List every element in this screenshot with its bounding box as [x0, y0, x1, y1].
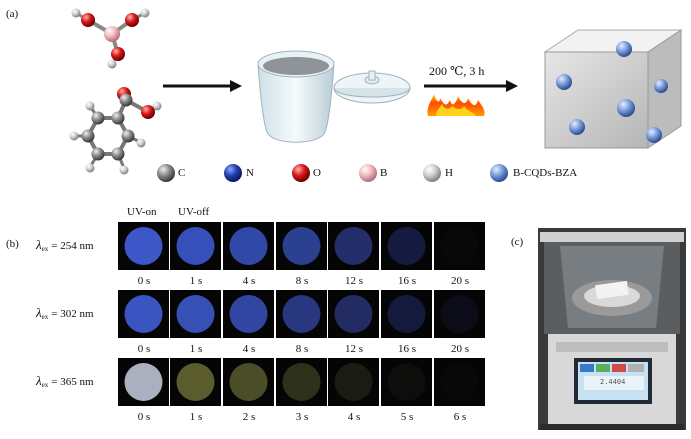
panel-label-a: (a) — [6, 8, 19, 20]
legend-dot-n — [224, 164, 242, 182]
panel-label-b: (b) — [6, 238, 19, 250]
time-caption-r2-c0: 0 s — [137, 411, 151, 423]
time-caption-r2-c3: 3 s — [295, 411, 309, 423]
legend-label-2: O — [313, 167, 321, 179]
glow-disc-r1-c4 — [334, 295, 373, 333]
time-caption-r1-c3: 8 s — [295, 343, 309, 355]
time-caption-r0-c5: 16 s — [397, 275, 417, 287]
afterglow-photo-grid — [118, 222, 485, 406]
flame-icon — [427, 94, 485, 116]
reaction-arrow-2 — [424, 80, 518, 92]
glow-disc-r0-c4 — [334, 227, 373, 265]
time-caption-r2-c1: 1 s — [189, 411, 203, 423]
glow-disc-r2-c6 — [440, 363, 479, 401]
wavelength-value: = 365 nm — [51, 376, 94, 388]
glow-disc-r0-c6 — [440, 227, 479, 265]
legend-dot-qd — [490, 164, 508, 182]
legend-dot-o — [292, 164, 310, 182]
column-header-uv-off: UV-off — [178, 206, 210, 218]
time-caption-r0-c4: 12 s — [344, 275, 364, 287]
time-caption-r2-c4: 4 s — [347, 411, 361, 423]
legend-dot-c — [157, 164, 175, 182]
wavelength-value: = 302 nm — [51, 308, 94, 320]
time-caption-r1-c5: 16 s — [397, 343, 417, 355]
excitation-label-1: λex= 302 nm — [36, 305, 94, 323]
glow-disc-r0-c0 — [124, 227, 163, 265]
legend-label-4: H — [445, 167, 453, 179]
time-caption-r2-c2: 2 s — [242, 411, 256, 423]
time-caption-r1-c0: 0 s — [137, 343, 151, 355]
reaction-arrow-1 — [163, 80, 242, 92]
time-caption-r2-c5: 5 s — [400, 411, 414, 423]
glow-disc-r0-c1 — [176, 227, 215, 265]
excitation-label-0: λex= 254 nm — [36, 237, 94, 255]
glow-disc-r1-c2 — [229, 295, 268, 333]
glow-disc-r0-c3 — [282, 227, 321, 265]
glow-disc-r2-c1 — [176, 363, 215, 401]
lambda-subscript: ex — [41, 245, 49, 253]
glow-disc-r0-c2 — [229, 227, 268, 265]
time-caption-r0-c2: 4 s — [242, 275, 256, 287]
lambda-symbol: λ — [36, 237, 42, 252]
time-caption-r1-c6: 20 s — [450, 343, 470, 355]
panel-label-c: (c) — [511, 236, 524, 248]
time-caption-r0-c6: 20 s — [450, 275, 470, 287]
wavelength-value: = 254 nm — [51, 240, 94, 252]
legend-label-3: B — [380, 167, 388, 179]
balance-photo — [538, 228, 686, 430]
lambda-symbol: λ — [36, 305, 42, 320]
balance-reading: 2.4404 — [600, 378, 626, 386]
column-header-uv-on: UV-on — [127, 206, 157, 218]
legend-dot-h — [423, 164, 441, 182]
glow-disc-r1-c0 — [124, 295, 163, 333]
time-caption-r0-c0: 0 s — [137, 275, 151, 287]
time-caption-r1-c4: 12 s — [344, 343, 364, 355]
time-caption-r0-c3: 8 s — [295, 275, 309, 287]
time-caption-r0-c1: 1 s — [189, 275, 203, 287]
lambda-subscript: ex — [41, 381, 49, 389]
reaction-condition: 200 ℃, 3 h — [429, 64, 485, 78]
lambda-symbol: λ — [36, 373, 42, 388]
glow-disc-r1-c5 — [387, 295, 426, 333]
excitation-label-2: λex= 365 nm — [36, 373, 94, 391]
crucible-icon — [257, 50, 411, 143]
boric-acid-molecule — [71, 8, 150, 69]
glow-disc-r1-c1 — [176, 295, 215, 333]
time-caption-r1-c2: 4 s — [242, 343, 256, 355]
lambda-subscript: ex — [41, 313, 49, 321]
benzoic-acid-molecule — [69, 87, 162, 175]
legend-label-5: B-CQDs-BZA — [513, 167, 578, 179]
glow-disc-r2-c4 — [334, 363, 373, 401]
glow-disc-r1-c3 — [282, 295, 321, 333]
glow-disc-r1-c6 — [440, 295, 479, 333]
legend-label-0: C — [178, 167, 186, 179]
glow-disc-r2-c2 — [229, 363, 268, 401]
legend-dot-b — [359, 164, 377, 182]
time-caption-r2-c6: 6 s — [453, 411, 467, 423]
time-caption-r1-c1: 1 s — [189, 343, 203, 355]
atom-legend — [157, 164, 508, 182]
glow-disc-r0-c5 — [387, 227, 426, 265]
b-cqds-bza-cube — [543, 29, 683, 149]
glow-disc-r2-c5 — [387, 363, 426, 401]
glow-disc-r2-c0 — [124, 363, 163, 401]
legend-label-1: N — [246, 167, 254, 179]
glow-disc-r2-c3 — [282, 363, 321, 401]
